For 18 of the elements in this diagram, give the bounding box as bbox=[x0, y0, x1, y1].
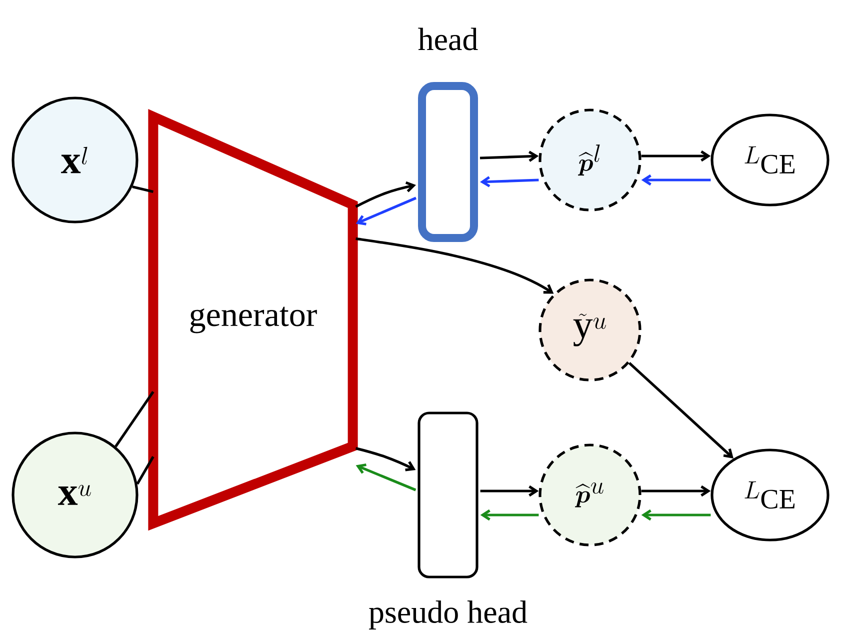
box-caption: head bbox=[418, 28, 478, 50]
head-box bbox=[418, 82, 478, 242]
arrow bbox=[356, 196, 417, 226]
arrow bbox=[641, 485, 711, 497]
arrow bbox=[356, 237, 554, 294]
arrow bbox=[480, 176, 539, 188]
box-caption: pseudo head bbox=[369, 600, 528, 630]
arrow bbox=[628, 362, 734, 459]
arrow bbox=[641, 150, 711, 162]
arrow bbox=[355, 181, 416, 208]
arrow bbox=[641, 509, 711, 521]
arrow bbox=[480, 509, 539, 521]
pseudo-head-box bbox=[418, 412, 478, 578]
arrow bbox=[480, 150, 539, 162]
arrow bbox=[480, 485, 539, 497]
arrow bbox=[355, 447, 416, 472]
arrow bbox=[641, 174, 711, 186]
arrow bbox=[356, 463, 416, 492]
